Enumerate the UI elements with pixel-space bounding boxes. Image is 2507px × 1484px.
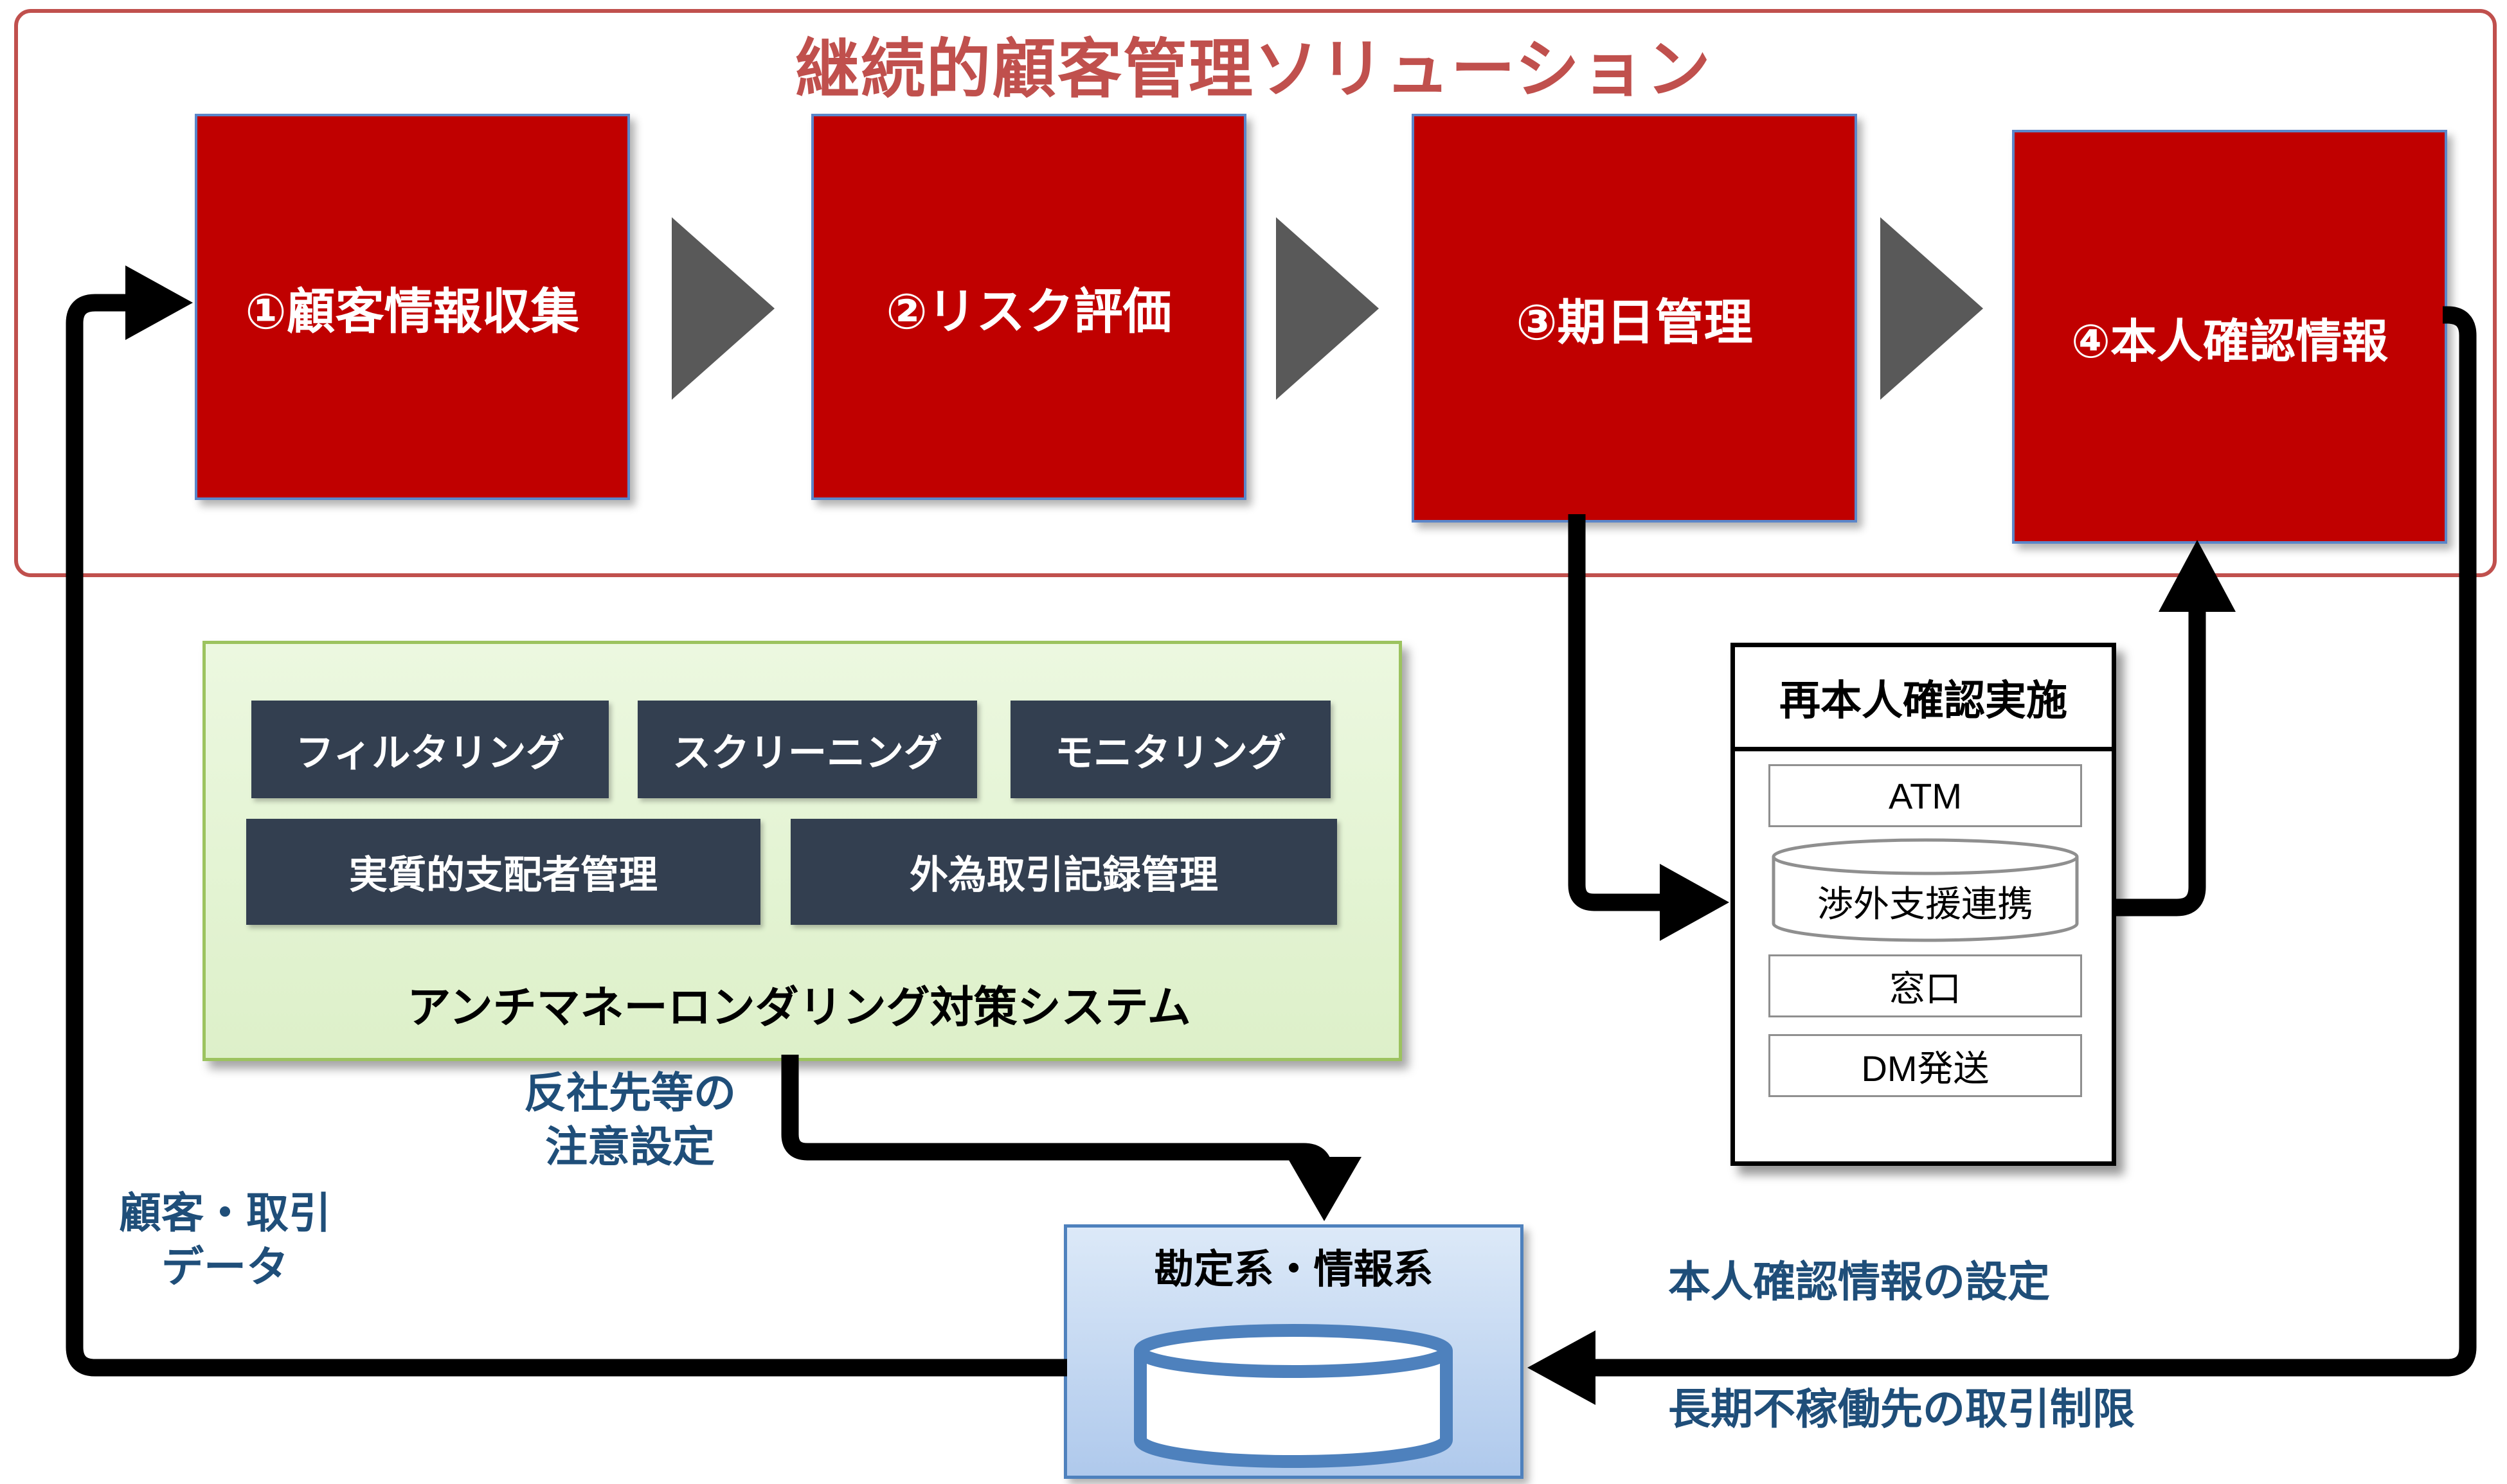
aml-system-caption: アンチマネーロンダリング対策システム [407,983,1191,1032]
process-box-3: ③期日管理 [1412,114,1857,523]
arrowhead-into-core-right [1527,1330,1595,1405]
arrowhead-into-core-top [1287,1157,1361,1221]
channel-counter: 窓口 [1768,954,2082,1017]
note-customer-transaction-data: 顧客・取引 データ [119,1189,331,1291]
aml-module-beneficial-owner-label: 実質的支配者管理 [349,854,658,897]
note-dormant-restriction: 長期不稼働先の取引制限 [1668,1385,2135,1433]
channel-atm: ATM [1768,764,2082,827]
process-box-1-label: ①顧客情報収集 [245,284,580,339]
core-system-title: 勘定系・情報系 [1154,1247,1433,1292]
aml-module-monitoring-label: モニタリング [1055,731,1286,774]
aml-module-screening: スクリーニング [638,701,977,798]
process-box-3-label: ③期日管理 [1516,296,1753,350]
channel-dm: DM発送 [1768,1034,2082,1097]
aml-module-forex-records: 外為取引記録管理 [791,819,1337,925]
process-box-2-label: ②リスク評価 [886,284,1172,339]
process-box-4-label: ④本人確認情報 [2071,316,2388,368]
process-box-1: ①顧客情報収集 [195,114,630,500]
aml-module-beneficial-owner: 実質的支配者管理 [246,819,760,925]
note-identity-info-setting: 本人確認情報の設定 [1668,1258,2050,1305]
reverification-title: 再本人確認実施 [1735,647,2112,751]
arrowhead-into-reverification [1660,864,1729,941]
solution-frame [14,9,2497,577]
aml-module-forex-records-label: 外為取引記録管理 [910,854,1218,897]
aml-module-monitoring: モニタリング [1011,701,1331,798]
aml-module-screening-label: スクリーニング [672,731,942,774]
arrow-reverification-to-box4 [2115,611,2206,916]
reverification-panel: 再本人確認実施 ATM 渉外支援連携 窓口 DM発送 [1730,643,2116,1166]
process-box-2: ②リスク評価 [811,114,1246,500]
aml-module-filtering: フィルタリング [251,701,609,798]
channel-gaibu-label: 渉外支援連携 [1817,883,2033,924]
core-system-box: 勘定系・情報系 [1064,1224,1523,1479]
diagram-title: 継続的顧客管理ソリューション [795,33,1712,105]
aml-module-filtering-label: フィルタリング [295,731,565,774]
database-cylinder-icon [1134,1324,1453,1468]
channel-gaibu-cylinder: 渉外支援連携 [1768,836,2082,944]
note-attention-setting: 反社先等の 注意設定 [524,1069,736,1171]
arrow-aml-to-core [781,1055,1333,1176]
process-box-4: ④本人確認情報 [2012,130,2447,544]
